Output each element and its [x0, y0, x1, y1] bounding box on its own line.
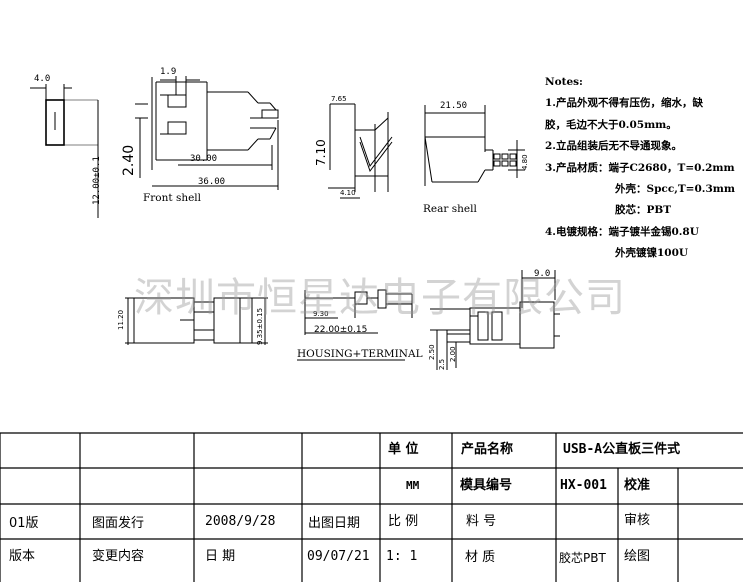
housing-terminal-view: 9.30 22.00±0.15 HOUSING+TERMINAL — [297, 289, 423, 361]
housing-side-view: 9.0 2.50 2.5 2.00 — [428, 269, 560, 370]
issue-date: 2008/9/28 — [205, 514, 276, 529]
version-label: 版本 — [9, 549, 36, 564]
dim-2-50: 2.50 — [428, 344, 436, 360]
housing-terminal-label: HOUSING+TERMINAL — [297, 348, 423, 360]
housing-left-view: 11.20 9.35±0.15 — [117, 297, 268, 345]
dim-4-10: 4.10 — [340, 189, 356, 197]
date-value: 09/07/21 — [307, 549, 370, 564]
dim-21-50: 21.50 — [440, 101, 467, 111]
product-name-label: 产品名称 — [461, 442, 514, 457]
dim-4-0: 4.0 — [34, 74, 50, 84]
review-label: 审核 — [624, 513, 651, 528]
part-no-label: 料 号 — [466, 514, 497, 529]
approve-label: 校准 — [624, 478, 651, 493]
title-block-grid — [0, 432, 743, 582]
dim-22-00: 22.00±0.15 — [314, 325, 367, 335]
scale-label: 比 例 — [388, 514, 419, 529]
dim-2-40: 2.40 — [121, 145, 137, 176]
note-line: 2.立品组装后无不导通现象。 — [545, 140, 682, 153]
dim-2-00: 2.00 — [449, 346, 457, 362]
note-line: 外壳：Spcc,T=0.3mm — [615, 183, 735, 196]
dim-1-9: 1.9 — [160, 67, 176, 77]
technical-drawings: 4.0 12.00±0.1 1.9 30.00 — [30, 67, 560, 370]
dim-9-35: 9.35±0.15 — [256, 308, 264, 345]
dim-7-10: 7.10 — [314, 139, 328, 166]
note-line: 4.电镀规格：端子镀半金锡0.8U — [545, 225, 699, 238]
material-value: 胶芯PBT — [559, 551, 606, 565]
unit-value: MM — [406, 479, 420, 492]
terminal-view: 7.65 7.10 4.10 — [314, 95, 393, 199]
mold-no-label: 模具编号 — [460, 478, 513, 493]
dim-9-30: 9.30 — [313, 310, 329, 318]
note-line: 1.产品外观不得有压伤，缩水，缺 — [545, 97, 703, 110]
note-line: 胶，毛边不大于0.05mm。 — [545, 118, 677, 131]
title-block: 单 位 产品名称 USB-A公直板三件式 MM 模具编号 HX-001 校准 0… — [0, 432, 743, 582]
note-line: 外壳镀镍100U — [615, 247, 689, 260]
issue-date-label: 出图日期 — [308, 516, 361, 531]
unit-label: 单 位 — [388, 442, 419, 457]
note-line: 胶芯：PBT — [615, 204, 672, 217]
dim-4-80: 4.80 — [521, 154, 529, 170]
dim-7-65: 7.65 — [331, 95, 347, 103]
front-shell-label: Front shell — [143, 192, 202, 204]
scale-value: 1: 1 — [386, 549, 418, 564]
version: 01版 — [9, 516, 39, 531]
dim-11-20: 11.20 — [117, 310, 125, 330]
mold-no: HX-001 — [560, 478, 607, 493]
rear-shell-label: Rear shell — [423, 203, 477, 215]
dim-2-5: 2.5 — [438, 359, 446, 370]
date-label: 日 期 — [205, 549, 236, 564]
notes-panel: Notes: 1.产品外观不得有压伤，缩水，缺 胶，毛边不大于0.05mm。 2… — [545, 72, 741, 265]
front-shell-top-view: 1.9 30.00 36.00 2.40 Front shell — [121, 67, 279, 204]
dim-36-00: 36.00 — [198, 177, 225, 187]
change-content-label: 变更内容 — [92, 549, 145, 564]
dim-30-00: 30.00 — [190, 154, 217, 164]
dim-12-00: 12.00±0.1 — [92, 156, 102, 205]
drawing-issue: 图面发行 — [92, 516, 145, 531]
drawn-label: 绘图 — [624, 549, 651, 564]
rear-shell-view: 21.50 4.80 Rear shell — [423, 101, 529, 215]
front-shell-side-view: 4.0 12.00±0.1 — [30, 74, 102, 218]
note-line: 3.产品材质：端子C2680，T=0.2mm — [545, 161, 735, 174]
material-label: 材 质 — [465, 550, 496, 565]
notes-title: Notes: — [545, 76, 583, 88]
dim-9-0: 9.0 — [534, 269, 550, 279]
product-name: USB-A公直板三件式 — [563, 442, 681, 457]
